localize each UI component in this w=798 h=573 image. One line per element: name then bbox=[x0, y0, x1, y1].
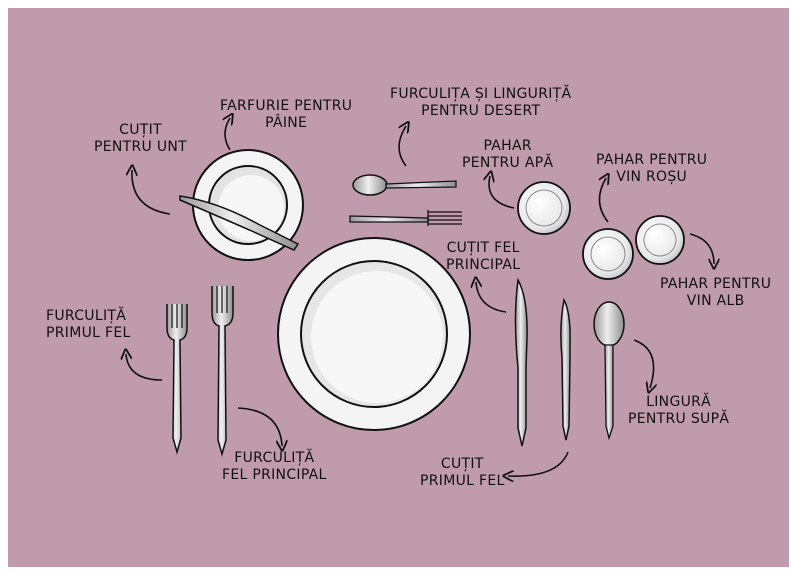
soup-spoon-label: LINGURĂ PENTRU SUPĂ bbox=[628, 394, 729, 428]
bread-plate-label: FARFURIE PENTRU PÂINE bbox=[220, 98, 352, 132]
arrow-first-course-knife bbox=[508, 452, 568, 476]
main-knife bbox=[516, 280, 528, 446]
water-glass-label: PAHAR PENTRU APĂ bbox=[462, 138, 553, 172]
dessert-spoon bbox=[353, 175, 456, 195]
arrow-main-fork bbox=[238, 408, 282, 446]
white-wine-glass-label: PAHAR PENTRU VIN ALB bbox=[660, 276, 771, 310]
dessert-cutlery-label: FURCULIȚA ȘI LINGURIȚĂ PENTRU DESERT bbox=[390, 86, 571, 120]
white-wine-glass bbox=[636, 216, 684, 264]
main-fork bbox=[212, 286, 233, 454]
arrow-white-wine-glass bbox=[690, 234, 714, 264]
red-wine-glass bbox=[583, 229, 633, 279]
soup-spoon bbox=[594, 302, 624, 438]
first-course-knife-label: CUȚIT PRIMUL FEL bbox=[420, 456, 505, 490]
main-fork-label: FURCULIȚĂ FEL PRINCIPAL bbox=[222, 450, 327, 484]
arrow-soup-spoon bbox=[634, 340, 654, 388]
main-knife-label: CUȚIT FEL PRINCIPAL bbox=[446, 240, 520, 274]
arrow-water-glass bbox=[489, 176, 514, 208]
first-course-fork bbox=[167, 304, 187, 452]
water-glass bbox=[518, 182, 570, 234]
arrow-first-course-fork bbox=[126, 354, 162, 380]
arrow-butter-knife bbox=[132, 170, 170, 214]
arrow-dessert-cutlery bbox=[399, 126, 406, 166]
dinner-plate bbox=[278, 238, 470, 430]
first-course-knife bbox=[561, 300, 570, 440]
arrow-main-knife bbox=[476, 282, 506, 312]
first-course-fork-label: FURCULIȚĂ PRIMUL FEL bbox=[46, 308, 131, 342]
butter-knife-label: CUȚIT PENTRU UNT bbox=[94, 122, 187, 156]
dessert-fork bbox=[350, 210, 462, 226]
red-wine-glass-label: PAHAR PENTRU VIN ROȘU bbox=[596, 152, 707, 186]
table-setting-canvas: CUȚIT PENTRU UNT FARFURIE PENTRU PÂINE F… bbox=[8, 8, 789, 567]
